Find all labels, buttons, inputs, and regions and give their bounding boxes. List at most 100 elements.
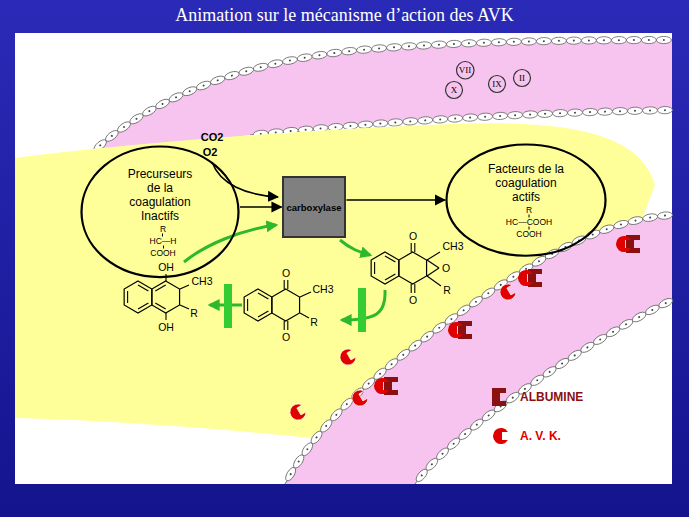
endothelial-cell [446, 40, 461, 48]
endothelial-cell [657, 297, 674, 310]
flow-arrow [346, 199, 445, 201]
atom-label: O [409, 230, 417, 242]
endothelial-cell [195, 79, 212, 91]
endothelial-cell [644, 303, 661, 316]
endothelial-cell [522, 111, 537, 119]
endothelial-cell [521, 38, 536, 46]
endothelial-cell [462, 114, 477, 122]
blood-vessel [284, 211, 674, 484]
endothelial-cell [168, 91, 185, 104]
endothelial-cell [537, 110, 552, 118]
node-content: Precurseurs de la coagulation InactifsRH… [120, 166, 200, 257]
chemical-bond [427, 276, 441, 286]
endothelial-cell [431, 41, 446, 49]
benzene-ring [152, 281, 180, 313]
atom-label: O [282, 267, 290, 279]
endothelial-cell [282, 56, 298, 66]
endothelial-cell [656, 36, 671, 43]
endothelial-cell [432, 115, 447, 123]
albumin-swatch [490, 386, 512, 408]
chemical-formula: R [526, 205, 532, 214]
flow-arrow [240, 206, 282, 208]
endothelial-cell [414, 467, 429, 483]
chemical-bond [180, 305, 189, 309]
benzene-ring [399, 252, 427, 284]
node-label: Facteurs de la coagulation actifs [486, 161, 567, 203]
chemical-formula: COOH [516, 226, 542, 238]
node-label: carboxylase [287, 202, 342, 213]
endothelial-cell [154, 97, 171, 110]
avk-symbol [374, 378, 389, 394]
atom-label: O [442, 262, 450, 274]
chemical-bond [287, 280, 288, 289]
title-bar: Animation sur le mécanisme d’action des … [0, 2, 689, 28]
endothelial-cell [141, 104, 158, 118]
double-bond [138, 303, 148, 309]
endothelial-cell [642, 107, 657, 115]
chemical-formula: HC—COOH [506, 214, 552, 226]
chemical-bond [165, 313, 166, 320]
endothelial-cell [551, 37, 566, 44]
avk-symbol [497, 282, 518, 303]
endothelial-cell [582, 108, 597, 116]
node-content: carboxylase [287, 202, 342, 213]
drug-albumin-complexes [287, 235, 640, 423]
endothelial-cell [461, 39, 476, 47]
atom-label: CH3 [191, 275, 212, 287]
chemical-bond [287, 321, 288, 330]
chemical-bond [411, 284, 412, 293]
gas-label: CO2 [201, 131, 224, 143]
legend-text: A. V. K. [520, 429, 561, 443]
avk-symbol [448, 322, 463, 338]
vitamin-k-cycle [184, 162, 385, 332]
atom-label: R [190, 307, 198, 319]
atom-label: CH3 [312, 283, 333, 295]
vessel-wall [285, 215, 672, 484]
chemical-bond [414, 284, 415, 293]
double-bond [258, 293, 268, 299]
cycle-arrow [340, 240, 370, 255]
endothelial-cell [492, 112, 507, 120]
endothelial-cell [358, 121, 374, 129]
node-label: Precurseurs de la coagulation Inactifs [120, 166, 200, 222]
benzene-ring [124, 281, 152, 313]
double-bond [247, 299, 248, 311]
legend-item: ALBUMINE [490, 386, 583, 408]
node-label: IX [492, 79, 502, 89]
chemical-bond [180, 285, 189, 289]
endothelial-cell [326, 48, 342, 57]
atom-label: O [409, 294, 417, 306]
vessel-wall [415, 300, 672, 484]
endothelial-cell [536, 37, 551, 44]
endothelial-cell [386, 43, 401, 51]
atom-label: CH3 [442, 240, 463, 252]
atom-label: O [282, 331, 290, 343]
double-bond [385, 274, 395, 280]
endothelial-cell [312, 50, 328, 59]
chemical-formula: R [160, 224, 166, 233]
endothelial-cell [612, 107, 627, 115]
avk-swatch [490, 425, 512, 447]
chemical-formula: HC—H [150, 233, 177, 245]
endothelial-cell [209, 74, 226, 86]
endothelial-cell [641, 36, 656, 43]
endothelial-cell [284, 466, 298, 483]
legend-item: A. V. K. [490, 425, 561, 447]
avk-symbol [337, 347, 358, 368]
endothelial-cell [581, 37, 596, 44]
endothelial-cell [626, 36, 641, 43]
endothelial-cell [373, 119, 388, 127]
benzene-ring [272, 289, 300, 321]
chemical-bond [284, 280, 285, 289]
node-label: II [519, 73, 525, 83]
chemical-bond [300, 292, 311, 297]
avk-symbol [616, 236, 631, 252]
enzyme-box: carboxylase [282, 176, 347, 238]
node-content: IX [492, 79, 502, 89]
inhibition-bar [224, 284, 232, 328]
node-content: X [451, 85, 458, 95]
endothelial-cell [356, 45, 372, 53]
